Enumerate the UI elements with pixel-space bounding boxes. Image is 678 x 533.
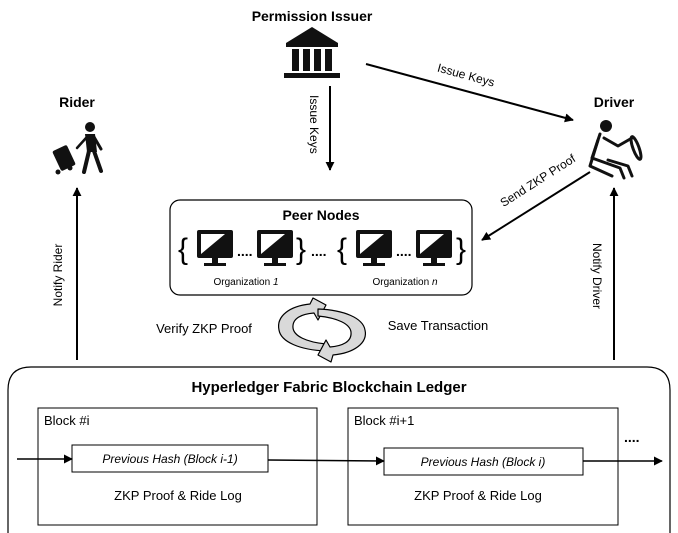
ledger-container — [7, 366, 671, 533]
block-i-hash: Previous Hash (Block i-1) — [102, 452, 237, 466]
block-i-plus-1-label: Block #i+1 — [354, 413, 414, 428]
cycle-arrows-icon — [278, 297, 366, 363]
notify-rider-label: Notify Rider — [51, 244, 65, 307]
block-i-hash-box — [71, 444, 269, 473]
org1-number: 1 — [273, 277, 279, 288]
orgn-label-text: Organization — [372, 277, 431, 288]
block-i-content: ZKP Proof & Ride Log — [114, 488, 242, 503]
peer-nodes-title: Peer Nodes — [282, 207, 359, 223]
org1-label: Organization 1 — [213, 277, 278, 288]
ledger-title: Hyperledger Fabric Blockchain Ledger — [191, 379, 466, 396]
bank-building-icon — [284, 27, 340, 78]
send-zkp-proof-label: Send ZKP Proof — [498, 151, 579, 210]
orgn-number: n — [432, 277, 438, 288]
traveler-with-luggage-icon — [52, 122, 103, 175]
more-blocks-ellipsis: .... — [624, 429, 640, 445]
rider-label: Rider — [59, 94, 95, 110]
verify-zkp-proof-label: Verify ZKP Proof — [156, 321, 252, 336]
notify-driver-label: Notify Driver — [590, 243, 604, 309]
block-i-plus-1-hash-box — [383, 447, 584, 476]
org1-ellipsis: .... — [237, 243, 253, 259]
save-transaction-label: Save Transaction — [388, 318, 488, 333]
block-i-plus-1-content: ZKP Proof & Ride Log — [414, 488, 542, 503]
issue-keys-driver-arrow — [365, 63, 574, 123]
chain-link-arrow — [267, 456, 385, 466]
driver-label: Driver — [594, 94, 635, 110]
orgn-brace-close: } — [456, 233, 466, 266]
peer-nodes-box — [169, 199, 473, 296]
orgn-label: Organization n — [372, 277, 437, 288]
orgs-ellipsis: .... — [311, 243, 327, 259]
send-zkp-proof-arrow — [481, 171, 591, 241]
orgn-brace-open: { — [337, 233, 347, 266]
block-i-label: Block #i — [44, 413, 90, 428]
car-driver-icon — [588, 120, 643, 180]
issue-keys-down-label: Issue Keys — [307, 95, 321, 154]
org1-brace-open: { — [178, 233, 188, 266]
issuer-label: Permission Issuer — [252, 8, 373, 24]
org1-label-text: Organization — [213, 277, 272, 288]
block-i-plus-1-hash: Previous Hash (Block i) — [421, 455, 546, 469]
org1-brace-close: } — [296, 233, 306, 266]
orgn-ellipsis: .... — [396, 243, 412, 259]
